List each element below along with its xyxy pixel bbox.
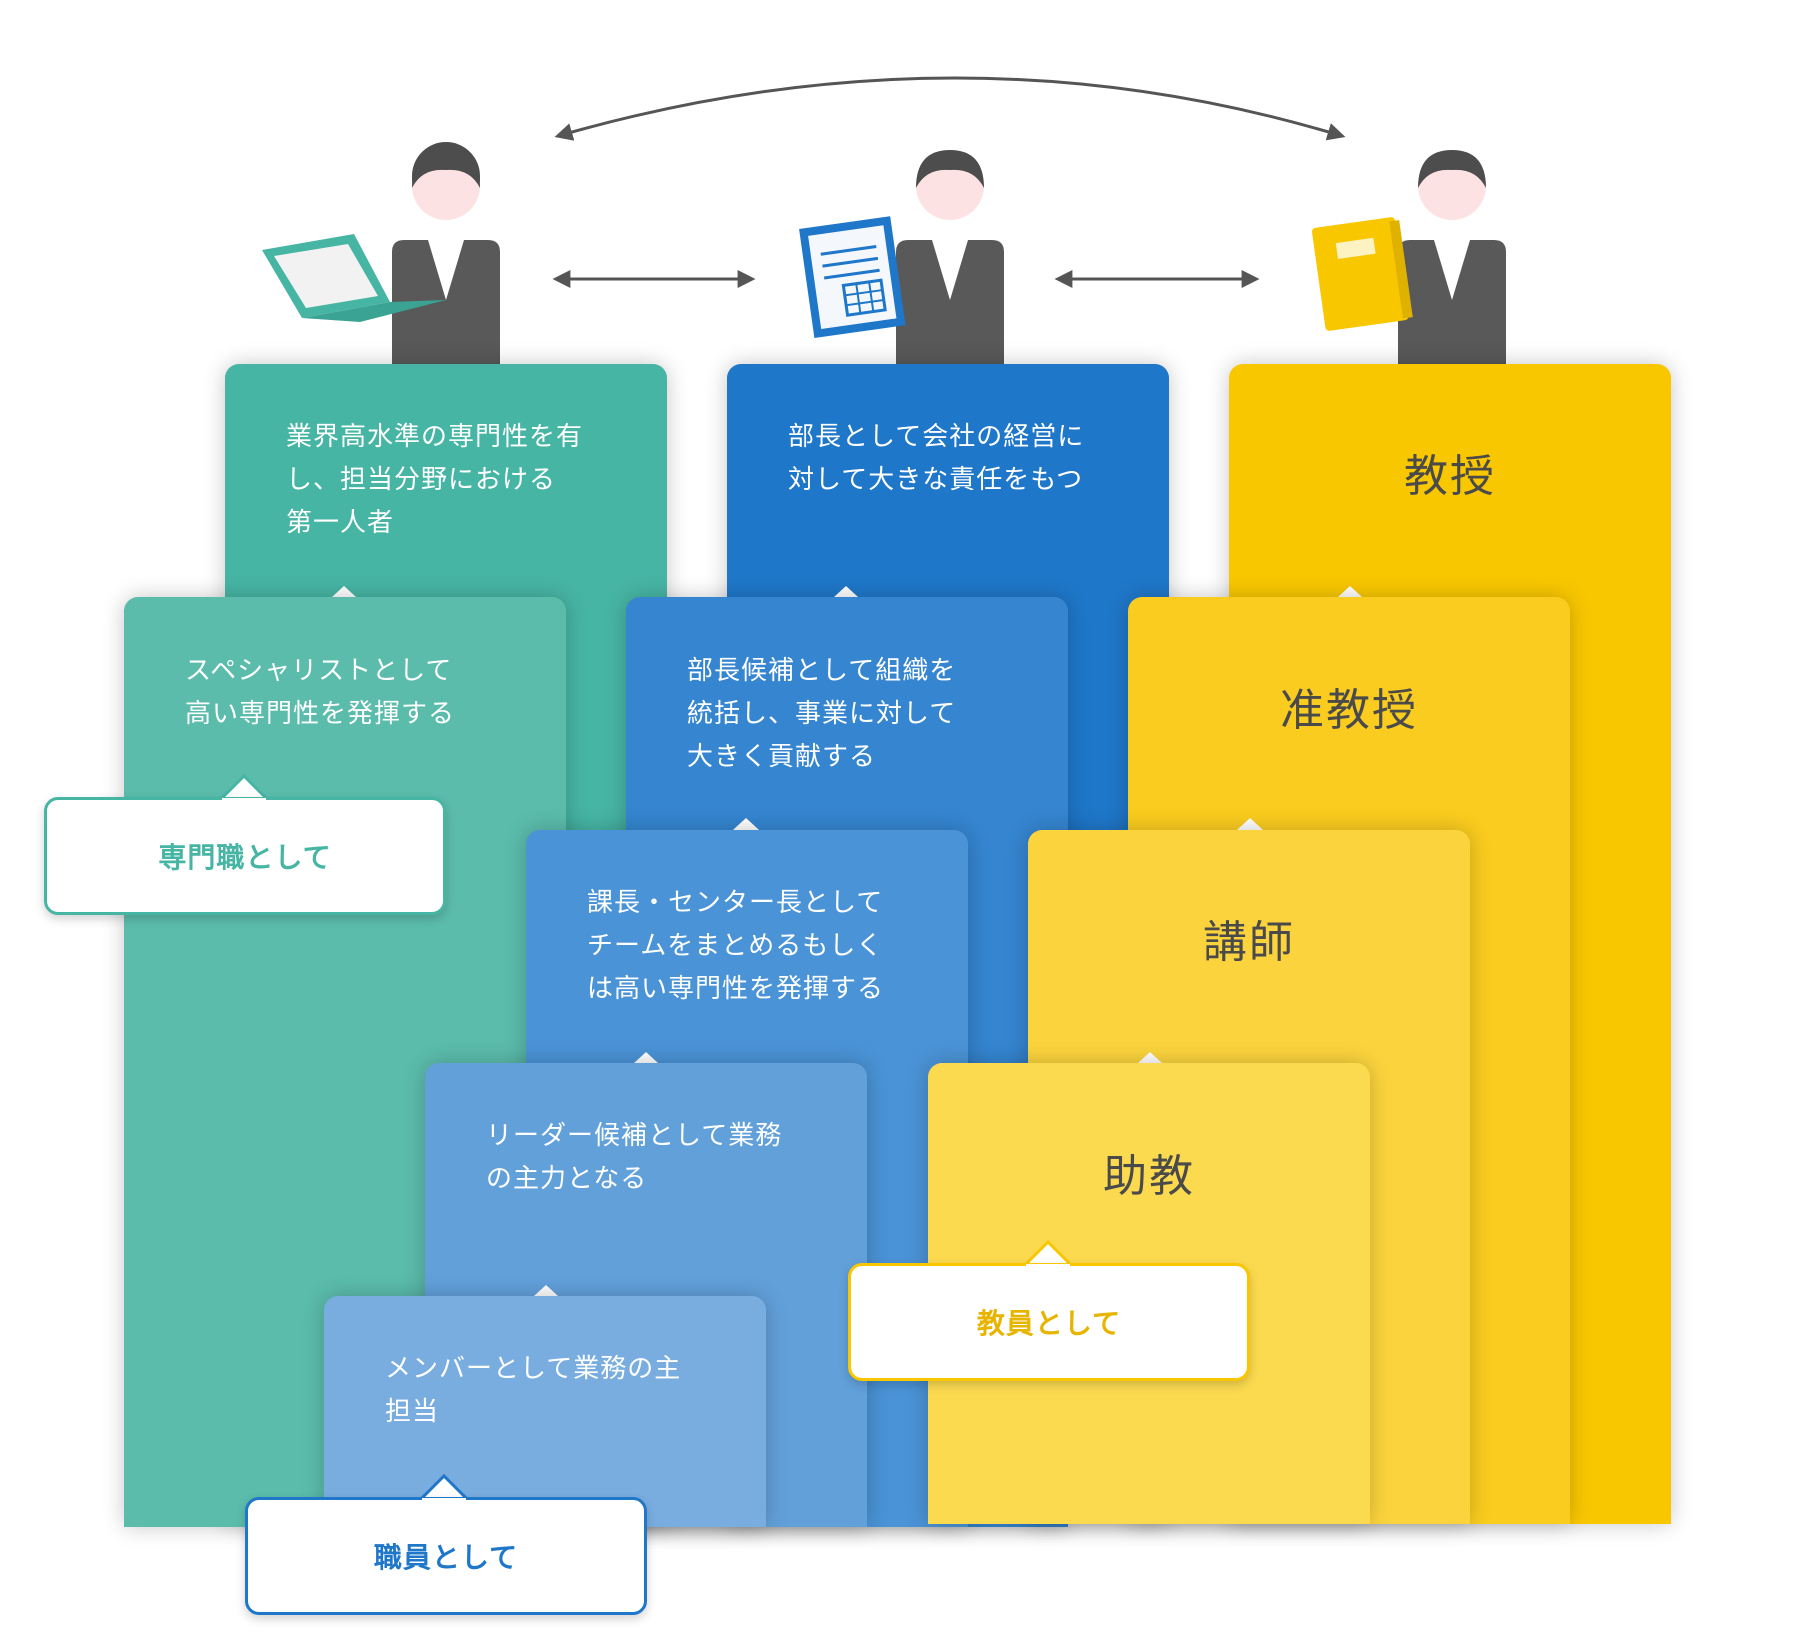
specialist-top-description: 業界高水準の専門性を有 し、担当分野における 第一人者 <box>286 422 584 538</box>
staff-card-level1 <box>324 1296 766 1527</box>
specialist-callout: 専門職として <box>44 797 446 915</box>
faculty-rank4-label: 教授 <box>1404 451 1496 502</box>
specialist-callout-label: 専門職として <box>158 841 332 874</box>
document-icon <box>799 216 906 338</box>
person-icon-staff <box>896 150 1004 366</box>
staff-level3-description: 課長・センター長として チームをまとめるもしく は高い専門性を発揮する <box>587 888 885 1004</box>
curved-double-arrow-icon <box>554 76 1346 141</box>
people-illustration <box>262 76 1506 366</box>
tip-cover <box>1026 1264 1070 1270</box>
specialist-second-description: スペシャリストとして 高い専門性を発揮する <box>185 656 456 729</box>
tip-cover <box>422 1498 466 1504</box>
faculty-callout: 教員として <box>848 1263 1250 1381</box>
staff-callout: 職員として <box>245 1497 647 1615</box>
staff-level1-description: メンバーとして業務の主 担当 <box>385 1354 682 1427</box>
staff-level2-description: リーダー候補として業務 の主力となる <box>486 1121 783 1194</box>
person-icon-faculty <box>1398 150 1506 366</box>
faculty-rank2-label: 講師 <box>1203 917 1295 968</box>
person-icon-specialist <box>392 142 500 366</box>
tip-cover <box>222 798 266 804</box>
staff-level4-description: 部長候補として組織を 統括し、事業に対して 大きく貢献する <box>687 656 957 772</box>
book-icon <box>1311 217 1413 331</box>
faculty-rank3-label: 准教授 <box>1280 685 1418 736</box>
faculty-callout-label: 教員として <box>976 1307 1122 1340</box>
staff-callout-label: 職員として <box>373 1541 519 1574</box>
staff-level5-description: 部長として会社の経営に 対して大きな責任をもつ <box>788 422 1085 495</box>
laptop-icon <box>262 234 446 322</box>
faculty-rank1-label: 助教 <box>1103 1151 1195 1202</box>
